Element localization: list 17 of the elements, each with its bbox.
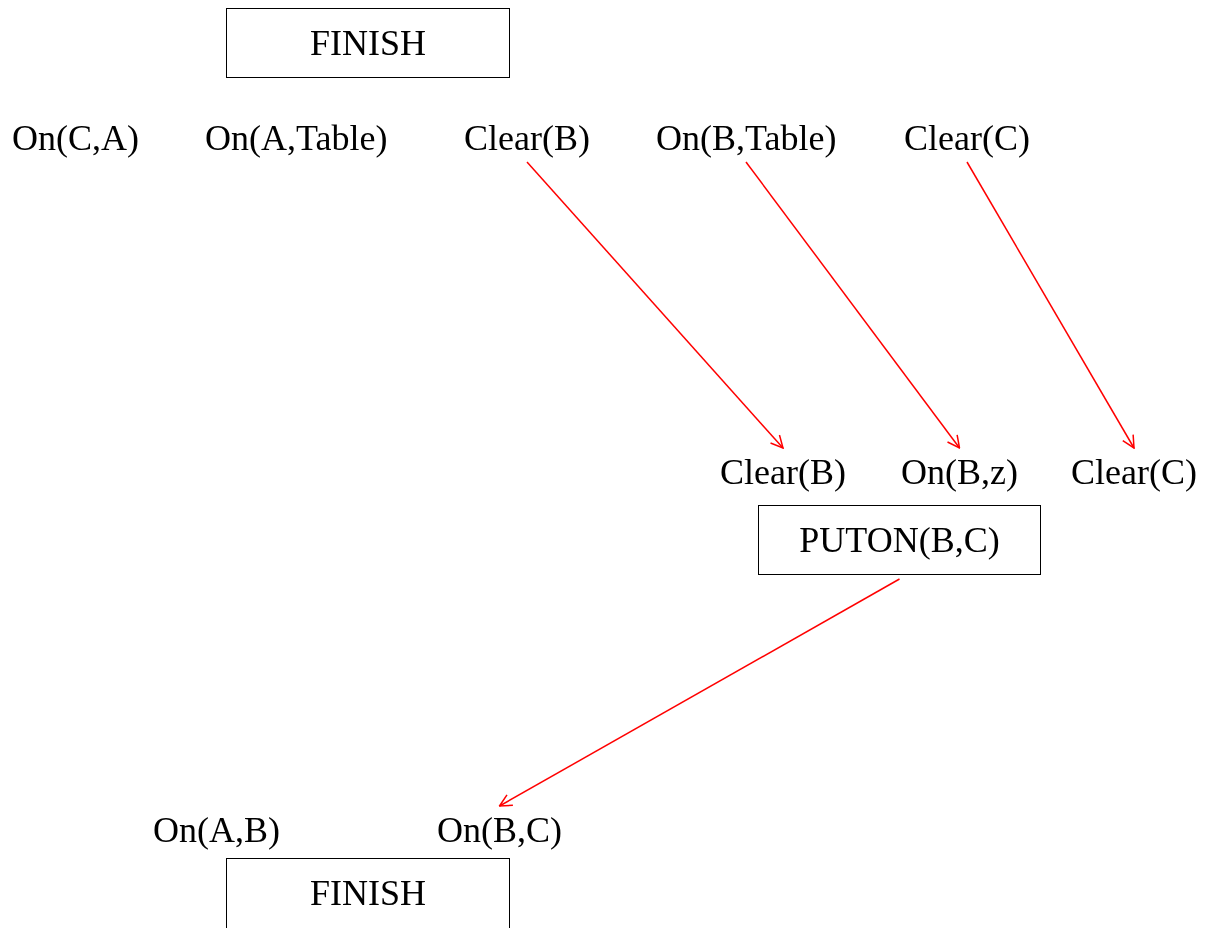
arrow (526, 161, 784, 449)
action-box: PUTON(B,C) (758, 505, 1041, 575)
condition-label: On(B,z) (901, 452, 1018, 492)
condition-label: Clear(C) (1071, 452, 1197, 492)
arrow (966, 161, 1135, 449)
arrow (498, 578, 901, 807)
condition-label: Clear(B) (464, 118, 590, 158)
condition-label: Clear(B) (720, 452, 846, 492)
condition-label: On(C,A) (12, 118, 139, 158)
arrow (745, 161, 961, 449)
condition-label: On(A,Table) (205, 118, 388, 158)
condition-label: On(B,Table) (656, 118, 837, 158)
condition-label: Clear(C) (904, 118, 1030, 158)
condition-label: On(B,C) (437, 810, 562, 850)
action-box: FINISH (226, 8, 510, 78)
condition-label: On(A,B) (153, 810, 280, 850)
action-box: FINISH (226, 858, 510, 928)
